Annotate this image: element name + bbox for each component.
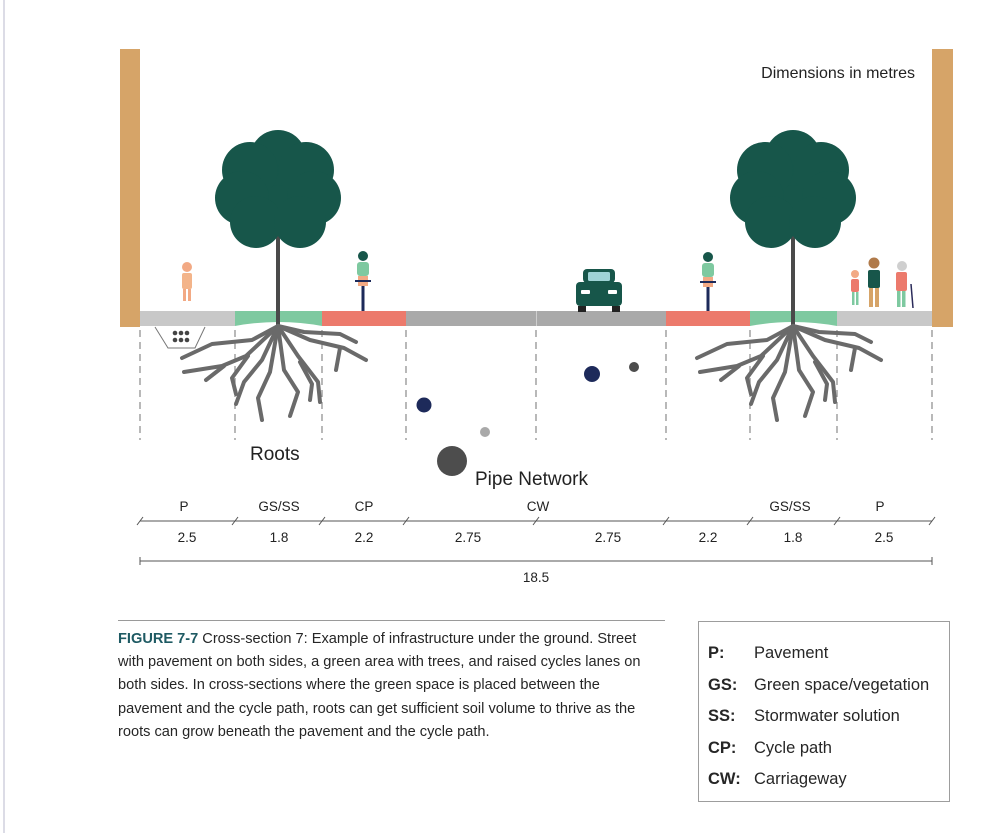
pipe-circle <box>437 446 467 476</box>
legend-description: Green space/vegetation <box>754 675 930 694</box>
pedestrian-group-right <box>851 257 914 309</box>
pipe-circle <box>416 397 432 413</box>
legend-item: CP: Cycle path <box>699 733 949 765</box>
elderly-pedestrian-right <box>896 261 914 309</box>
carriageway-divider <box>536 311 537 326</box>
zone-code: P <box>875 499 884 514</box>
zone-code: GS/SS <box>769 499 810 514</box>
legend-code: CP: <box>708 738 737 757</box>
zone-width-labels: 2.5 1.8 2.2 2.75 2.75 2.2 1.8 2.5 <box>178 530 894 545</box>
cyclist-right <box>700 252 716 311</box>
street-cross-section-diagram: Dimensions in metres <box>120 49 953 585</box>
zone-code: P <box>179 499 188 514</box>
legend-item: GS: Green space/vegetation <box>699 670 949 702</box>
street-surface <box>140 311 932 326</box>
utility-duct-left <box>154 326 206 349</box>
tree-right-roots <box>695 324 883 422</box>
zone-code: CP <box>355 499 374 514</box>
pipe-circle <box>480 427 490 437</box>
zone-width: 1.8 <box>270 530 289 545</box>
caption-text: Cross-section 7: Example of infrastructu… <box>118 631 641 740</box>
legend-code: GS: <box>708 675 738 694</box>
pipe-circle <box>584 366 600 382</box>
cycle-path-left <box>322 311 406 326</box>
legend-description: Cycle path <box>754 738 832 757</box>
right-building-wall <box>932 49 953 327</box>
zone-width: 2.75 <box>455 530 481 545</box>
legend-item: CW: Carriageway <box>699 764 949 796</box>
pavement-right <box>837 311 932 326</box>
dimension-line <box>136 516 936 526</box>
zone-code: GS/SS <box>258 499 299 514</box>
tree-left-roots <box>180 324 368 422</box>
pipe-network-label: Pipe Network <box>475 469 588 490</box>
legend-code: P: <box>708 644 725 663</box>
legend-item: SS: Stormwater solution <box>699 701 949 733</box>
legend-code: SS: <box>708 707 736 726</box>
total-width: 18.5 <box>523 570 549 585</box>
child-pedestrian-left <box>182 262 192 301</box>
cycle-path-right <box>666 311 750 326</box>
adult-pedestrian-right <box>868 257 880 307</box>
page-edge-line <box>3 0 5 833</box>
cyclist-left <box>355 251 371 311</box>
legend-description: Carriageway <box>754 770 847 789</box>
dimensions-note: Dimensions in metres <box>761 65 915 82</box>
legend-code: CW: <box>708 770 741 789</box>
zone-code-labels: P GS/SS CP CW GS/SS P <box>179 499 884 514</box>
zone-width: 2.5 <box>875 530 894 545</box>
legend-description: Stormwater solution <box>754 707 900 726</box>
child-pedestrian-right <box>851 270 859 305</box>
car <box>576 269 622 312</box>
legend-description: Pavement <box>754 644 829 663</box>
zone-width: 2.2 <box>355 530 374 545</box>
roots-label: Roots <box>250 444 300 465</box>
tree-right <box>695 130 883 422</box>
zone-width: 2.75 <box>595 530 621 545</box>
figure-number: FIGURE 7-7 <box>118 631 199 647</box>
pipe-circle <box>629 362 639 372</box>
zone-code: CW <box>527 499 550 514</box>
legend-item: P: Pavement <box>699 638 949 670</box>
abbreviation-legend: P: Pavement GS: Green space/vegetation S… <box>698 621 950 802</box>
pipe-network <box>416 362 639 476</box>
caption-divider <box>118 620 665 621</box>
zone-width: 2.5 <box>178 530 197 545</box>
zone-width: 1.8 <box>784 530 803 545</box>
pavement-left <box>140 311 235 326</box>
zone-width: 2.2 <box>699 530 718 545</box>
total-dimension-line <box>139 557 933 565</box>
left-building-wall <box>120 49 140 327</box>
tree-left <box>180 130 368 422</box>
